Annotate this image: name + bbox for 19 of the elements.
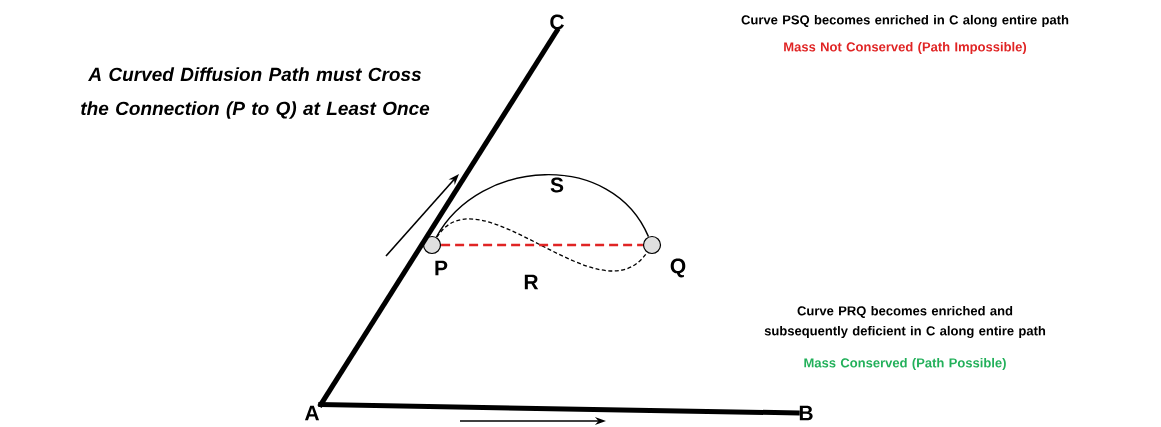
verdict-text: Mass Conserved (Path Possible) [804,357,1006,371]
edge-label: S [549,176,565,194]
diffusion-path [441,243,643,247]
axis-line [318,402,800,416]
point-marker [422,235,442,255]
diffusion-path [435,174,650,238]
vertex-label: A [304,405,320,421]
diffusion-path [436,218,648,272]
note-text: Curve PRQ becomes enriched and subsequently deficient in C along entire path [764,305,1046,339]
point-label: Q [670,258,686,278]
edge-label: R [522,273,540,291]
axis-line [318,28,560,408]
title: A Curved Diffusion Path must Cross the Connection (P to Q) at Least Once [81,67,430,119]
vertex-label: B [799,405,813,421]
point-marker [642,235,662,255]
point-label: P [435,260,448,276]
note-text: Curve PSQ becomes enriched in C along entire path [741,14,1069,28]
verdict-text: Mass Not Conserved (Path Impossible) [784,41,1027,55]
vertex-label: C [550,14,564,30]
